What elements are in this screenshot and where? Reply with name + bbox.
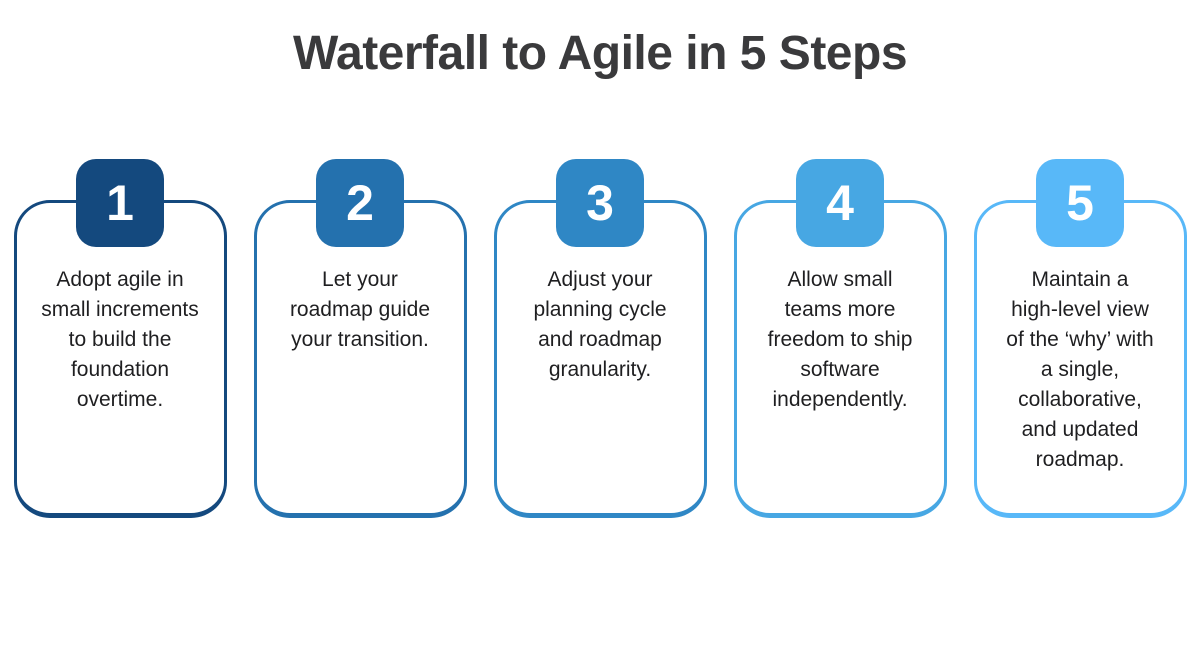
step-card-4: 4 Allow small teams more freedom to ship… — [733, 159, 947, 518]
step-2-number-badge: 2 — [316, 159, 404, 247]
step-5-description: Maintain a high-level view of the ‘why’ … — [1006, 268, 1154, 471]
step-1-description: Adopt agile in small increments to build… — [41, 268, 199, 411]
step-4-description: Allow small teams more freedom to ship s… — [767, 268, 913, 411]
step-2-number: 2 — [346, 175, 374, 231]
infographic-title: Waterfall to Agile in 5 Steps — [292, 27, 908, 80]
steps-row: 1 Adopt agile in small increments to bui… — [0, 159, 1200, 518]
step-1-number-badge: 1 — [76, 159, 164, 247]
step-3-description: Adjust your planning cycle and roadmap g… — [533, 268, 667, 381]
step-2-description: Let your roadmap guide your transition. — [289, 268, 431, 351]
step-3-number: 3 — [586, 175, 614, 231]
step-card-1: 1 Adopt agile in small increments to bui… — [13, 159, 227, 518]
step-3-number-badge: 3 — [556, 159, 644, 247]
step-card-3: 3 Adjust your planning cycle and roadmap… — [493, 159, 707, 518]
step-5-number: 5 — [1066, 175, 1094, 231]
step-card-5: 5 Maintain a high-level view of the ‘why… — [973, 159, 1187, 518]
step-1-number: 1 — [106, 175, 134, 231]
step-4-number-badge: 4 — [796, 159, 884, 247]
step-card-2: 2 Let your roadmap guide your transition… — [253, 159, 467, 518]
step-4-number: 4 — [826, 175, 854, 231]
step-5-number-badge: 5 — [1036, 159, 1124, 247]
